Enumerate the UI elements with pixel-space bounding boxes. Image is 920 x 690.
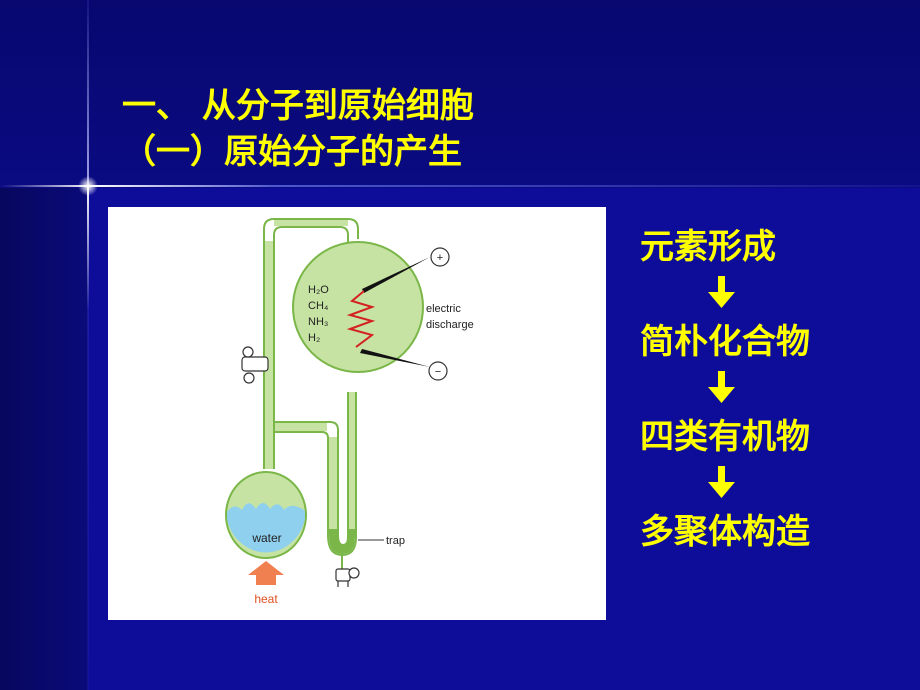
top-decor-band (0, 0, 920, 188)
drain-valve-icon (335, 567, 360, 587)
apparatus-diagram: H₂O CH₄ NH₃ H₂ + + − electric discharge … (225, 218, 474, 606)
negative-electrode (360, 349, 430, 367)
decor-horizontal-line (0, 185, 920, 187)
negative-terminal-icon (428, 361, 448, 381)
molecule-label: H₂O (308, 284, 329, 296)
right-down-fill (349, 392, 355, 537)
down-arrow-icon (708, 276, 735, 308)
stopcock-icon (241, 346, 269, 384)
trap-label: trap (386, 535, 405, 547)
top-tube-fill (274, 220, 348, 226)
reaction-flask (292, 241, 424, 373)
positive-terminal-icon (430, 247, 450, 267)
flow-step: 简朴化合物 (640, 322, 810, 362)
slide-title: 一、 从分子到原始细胞 (122, 86, 474, 126)
water-surface (227, 503, 305, 553)
trap-condensate (329, 529, 355, 554)
miller-experiment-figure: H₂O CH₄ NH₃ H₂ + + − electric discharge … (108, 207, 606, 620)
top-tube-inner (273, 226, 349, 469)
positive-terminal-label: + (437, 252, 443, 264)
middle-tube-outer (274, 421, 339, 535)
molecule-label: NH₃ (308, 316, 328, 328)
slide-subtitle: （一）原始分子的产生 (122, 132, 462, 172)
heat-arrow-icon (248, 561, 284, 585)
molecule-label: CH₄ (308, 300, 329, 312)
down-arrow-icon (708, 371, 735, 403)
mid-tube-fill (275, 423, 327, 431)
flow-step: 多聚体构造 (640, 512, 810, 552)
molecule-label: H₂ (308, 332, 320, 344)
synthesis-flow: 元素形成 简朴化合物 四类有机物 多聚体构造 (640, 222, 860, 557)
positive-electrode (362, 257, 430, 293)
discharge-label: discharge (426, 319, 474, 331)
discharge-label: electric (426, 303, 461, 315)
left-tube-fill (265, 241, 273, 469)
mid-down-fill (329, 437, 337, 535)
water-label: water (251, 531, 281, 545)
flow-arrow (640, 462, 860, 507)
flow-arrow (640, 367, 860, 412)
flow-step: 元素形成 (640, 227, 776, 267)
flow-step: 四类有机物 (640, 417, 810, 457)
flow-arrow (640, 272, 860, 317)
middle-tube-inner (274, 431, 329, 535)
negative-terminal-label: − (435, 366, 441, 378)
decor-vertical-line (87, 0, 89, 690)
spark-zigzag-icon (346, 290, 376, 348)
down-arrow-icon (708, 466, 735, 498)
heat-label: heat (254, 592, 278, 606)
top-tube-outer (263, 218, 359, 469)
decor-star-glow (78, 176, 98, 196)
